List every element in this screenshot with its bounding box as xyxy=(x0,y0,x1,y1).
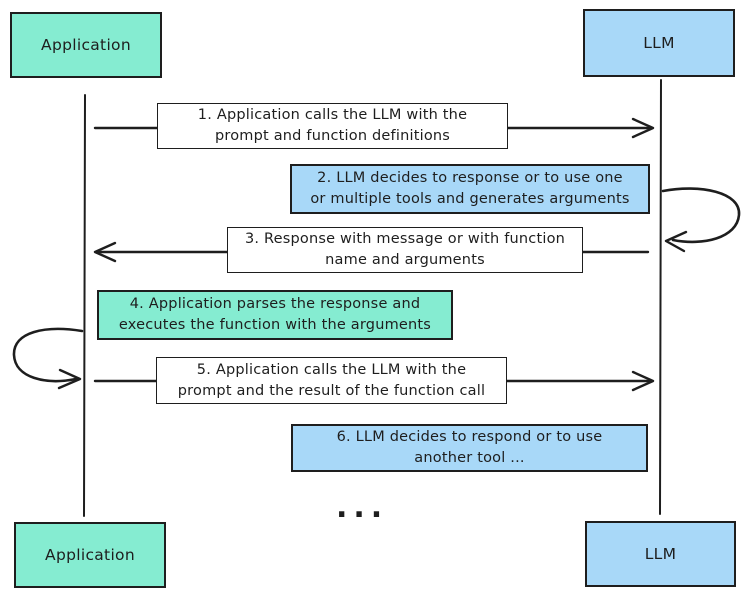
arrow-head-message-3 xyxy=(93,241,117,263)
message-3-line-1: 3. Response with message or with functio… xyxy=(244,231,566,247)
message-1-label: 1. Application calls the LLM with the pr… xyxy=(157,103,508,149)
actor-llm-bottom: LLM xyxy=(585,521,736,587)
lifeline-llm xyxy=(659,79,662,515)
actor-application-top: Application xyxy=(10,12,162,78)
actor-llm-top: LLM xyxy=(583,9,735,77)
message-1-line-1: 1. Application calls the LLM with the xyxy=(197,107,468,123)
actor-application-top-label: Application xyxy=(41,36,131,54)
actor-application-bottom-label: Application xyxy=(45,546,135,564)
message-1-line-2: prompt and function definitions xyxy=(214,128,451,144)
message-5-line-1: 5. Application calls the LLM with the xyxy=(196,361,467,378)
message-4-note: 4. Application parses the response and e… xyxy=(97,290,453,340)
message-2-line-2: or multiple tools and generates argument… xyxy=(310,191,630,207)
actor-application-bottom: Application xyxy=(14,522,166,588)
arrow-head-self-loop-llm xyxy=(664,230,688,253)
arrow-head-self-loop-application xyxy=(57,368,82,390)
message-5-label: 5. Application calls the LLM with the pr… xyxy=(156,357,507,404)
message-4-line-2: executes the function with the arguments xyxy=(118,317,432,333)
actor-llm-bottom-label: LLM xyxy=(644,545,677,563)
arrow-head-message-1 xyxy=(631,117,655,139)
message-4-line-1: 4. Application parses the response and xyxy=(129,296,421,312)
lifeline-application xyxy=(83,94,86,517)
message-2-note: 2. LLM decides to response or to use one… xyxy=(290,164,650,214)
self-loop-application xyxy=(12,327,84,383)
message-6-line-2: another tool ... xyxy=(414,450,525,466)
actor-llm-top-label: LLM xyxy=(643,34,675,52)
message-6-note: 6. LLM decides to respond or to use anot… xyxy=(291,424,648,472)
message-5-line-2: prompt and the result of the function ca… xyxy=(177,382,486,399)
arrow-head-message-5 xyxy=(631,370,655,392)
message-3-label: 3. Response with message or with functio… xyxy=(227,227,583,273)
continuation-ellipsis: ... xyxy=(336,490,389,525)
message-6-line-1: 6. LLM decides to respond or to use xyxy=(336,429,603,445)
message-2-line-1: 2. LLM decides to response or to use one xyxy=(317,170,623,186)
message-3-line-2: name and arguments xyxy=(325,252,485,268)
self-loop-llm xyxy=(661,187,741,244)
